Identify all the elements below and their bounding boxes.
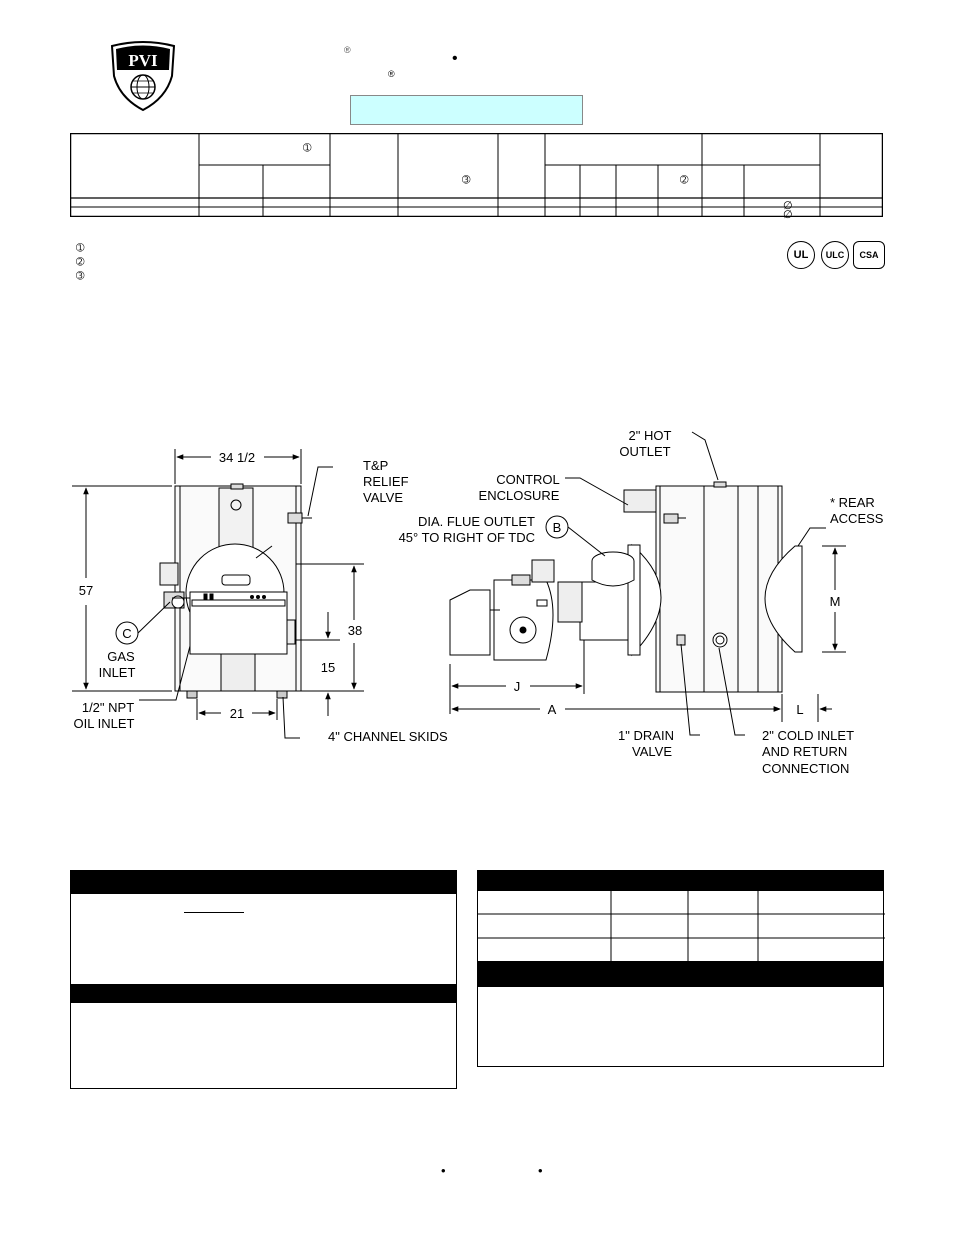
diameter-symbol: ∅ bbox=[783, 200, 793, 212]
front-view bbox=[72, 449, 364, 739]
footnote-1: ➀ bbox=[76, 243, 85, 254]
cold-inlet-label-1: 2" COLD INLET bbox=[762, 728, 854, 743]
right-info-box bbox=[477, 870, 885, 1067]
footnote-marker: ➂ bbox=[462, 175, 471, 186]
csa-certified-icon: CSA bbox=[853, 241, 885, 269]
dimension-table bbox=[478, 891, 885, 961]
left-info-box-1 bbox=[70, 870, 457, 986]
tp-relief-label-3: VALVE bbox=[363, 490, 403, 505]
drain-valve-label-2: VALVE bbox=[632, 744, 672, 759]
footer-bullet: • bbox=[538, 1163, 543, 1178]
footer-bullet: • bbox=[441, 1163, 446, 1178]
rear-access-label-2: ACCESS bbox=[830, 511, 884, 526]
gas-inlet-label-2: INLET bbox=[99, 665, 136, 680]
left-info-box-2 bbox=[70, 984, 457, 1089]
flue-outlet-label-2: 45° TO RIGHT OF TDC bbox=[399, 530, 535, 545]
gas-inlet-marker: C bbox=[122, 626, 131, 641]
left-info-box-2-header bbox=[71, 985, 456, 1003]
control-enclosure-label-1: CONTROL bbox=[496, 472, 560, 487]
cold-inlet-label-2: AND RETURN bbox=[762, 744, 847, 759]
dim-height: 57 bbox=[79, 583, 93, 598]
dim-m: M bbox=[830, 594, 841, 609]
tp-relief-label-2: RELIEF bbox=[363, 474, 409, 489]
header-bullet: • bbox=[452, 50, 458, 67]
logo-text: PVI bbox=[128, 51, 158, 70]
cold-inlet-label-3: CONNECTION bbox=[762, 761, 849, 776]
drain-valve-label-1: 1" DRAIN bbox=[618, 728, 674, 743]
hot-outlet-label-1: 2" HOT bbox=[629, 428, 672, 443]
channel-skids-label: 4" CHANNEL SKIDS bbox=[328, 729, 448, 744]
rear-access-label-1: * REAR bbox=[830, 495, 875, 510]
underline-rule bbox=[184, 912, 244, 913]
dim-21: 21 bbox=[230, 706, 244, 721]
footnote-marker: ➀ bbox=[303, 143, 312, 154]
registered-mark: ® bbox=[388, 69, 395, 79]
left-info-box-1-header bbox=[71, 871, 456, 894]
tp-relief-label-1: T&P bbox=[363, 458, 388, 473]
diameter-symbol: ∅ bbox=[783, 209, 793, 221]
oil-inlet-label-1: 1/2" NPT bbox=[82, 700, 134, 715]
hot-outlet-label-2: OUTLET bbox=[619, 444, 670, 459]
dim-38: 38 bbox=[348, 623, 362, 638]
pvi-logo: PVI bbox=[108, 40, 178, 112]
footnote-2: ➁ bbox=[76, 257, 85, 268]
right-info-box-header-1 bbox=[478, 871, 883, 891]
right-info-box-header-2 bbox=[478, 961, 883, 987]
side-view bbox=[449, 431, 846, 736]
gas-inlet-label-1: GAS bbox=[107, 649, 135, 664]
registered-mark: ® bbox=[344, 45, 351, 55]
dim-j: J bbox=[514, 679, 521, 694]
dim-l: L bbox=[796, 702, 803, 717]
ul-listed-icon: UL bbox=[787, 241, 815, 269]
footnote-marker: ➁ bbox=[680, 175, 689, 186]
oil-inlet-label-2: OIL INLET bbox=[74, 716, 135, 731]
dim-15: 15 bbox=[321, 660, 335, 675]
flue-outlet-marker: B bbox=[553, 520, 562, 535]
footnote-3: ➂ bbox=[76, 271, 85, 282]
ulc-listed-icon: ULC bbox=[821, 241, 849, 269]
control-enclosure-label-2: ENCLOSURE bbox=[479, 488, 560, 503]
model-title-box bbox=[350, 95, 583, 125]
dim-width: 34 1/2 bbox=[219, 450, 255, 465]
specifications-table: ➀ ➂ ➁ ∅ ∅ bbox=[70, 133, 883, 221]
flue-outlet-label-1: DIA. FLUE OUTLET bbox=[418, 514, 535, 529]
dim-a: A bbox=[548, 702, 557, 717]
technical-drawing: 34 1/2 57 38 15 21 T&P RELIEF VALVE C GA… bbox=[72, 428, 884, 776]
